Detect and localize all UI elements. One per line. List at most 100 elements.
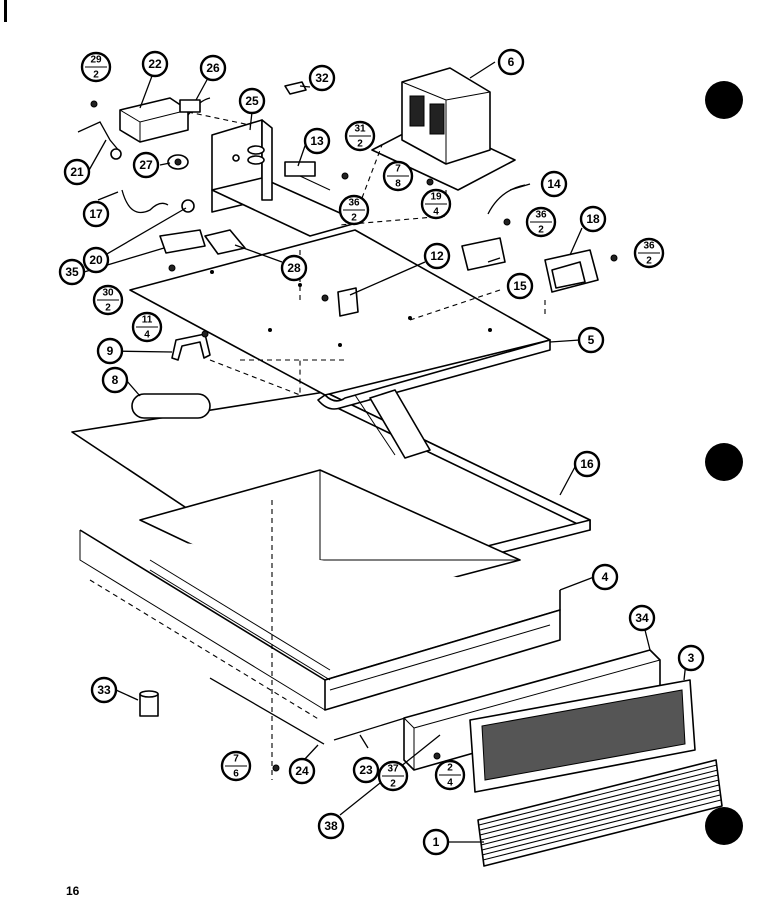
svg-text:22: 22 bbox=[148, 57, 162, 71]
svg-text:34: 34 bbox=[635, 611, 649, 625]
svg-text:1: 1 bbox=[433, 835, 440, 849]
svg-text:30: 30 bbox=[102, 288, 114, 299]
svg-text:23: 23 bbox=[359, 763, 373, 777]
part-32-chip bbox=[284, 81, 307, 95]
callout-16: 16 bbox=[573, 450, 601, 478]
svg-text:19: 19 bbox=[430, 192, 442, 203]
screws bbox=[90, 100, 618, 772]
svg-text:15: 15 bbox=[513, 279, 527, 293]
scan-edge-mark bbox=[4, 0, 7, 22]
part-20-clip bbox=[181, 199, 195, 213]
callout-24: 24 bbox=[288, 757, 316, 785]
part-25-control-bracket bbox=[211, 119, 361, 237]
callout-28: 28 bbox=[280, 254, 308, 282]
callout-35: 35 bbox=[58, 258, 86, 286]
part-35-relay bbox=[159, 229, 206, 254]
svg-text:29: 29 bbox=[90, 55, 102, 66]
callout-20: 20 bbox=[82, 246, 110, 274]
fraction-callout-7-6: 7 6 bbox=[220, 750, 252, 782]
callout-17: 17 bbox=[82, 200, 110, 228]
binding-marks bbox=[4, 0, 743, 845]
callout-5: 5 bbox=[577, 326, 605, 354]
svg-text:4: 4 bbox=[433, 207, 439, 218]
svg-text:13: 13 bbox=[310, 134, 324, 148]
svg-text:2: 2 bbox=[447, 763, 453, 774]
svg-text:2: 2 bbox=[105, 303, 111, 314]
callout-38: 38 bbox=[317, 812, 345, 840]
svg-text:11: 11 bbox=[142, 315, 153, 326]
svg-text:27: 27 bbox=[139, 158, 153, 172]
fraction-callout-36-2-b: 36 2 bbox=[525, 206, 557, 238]
svg-text:5: 5 bbox=[588, 333, 595, 347]
svg-text:36: 36 bbox=[535, 210, 547, 221]
svg-text:6: 6 bbox=[508, 55, 515, 69]
fraction-callout-19-4: 19 4 bbox=[420, 188, 452, 220]
svg-text:8: 8 bbox=[395, 179, 401, 190]
callout-9: 9 bbox=[96, 337, 124, 365]
svg-text:24: 24 bbox=[295, 764, 309, 778]
callout-34: 34 bbox=[628, 604, 656, 632]
callout-32: 32 bbox=[308, 64, 336, 92]
callout-18: 18 bbox=[579, 205, 607, 233]
fraction-callout-2-4: 2 4 bbox=[434, 759, 466, 791]
callout-23: 23 bbox=[352, 756, 380, 784]
svg-text:6: 6 bbox=[233, 769, 239, 780]
callout-27: 27 bbox=[132, 151, 160, 179]
svg-text:4: 4 bbox=[602, 570, 609, 584]
svg-text:2: 2 bbox=[93, 70, 99, 81]
part-14-wire bbox=[487, 184, 526, 215]
svg-text:18: 18 bbox=[586, 212, 600, 226]
callout-33: 33 bbox=[90, 676, 118, 704]
fraction-callout-7-8: 7 8 bbox=[382, 160, 414, 192]
part-26-connector bbox=[179, 97, 211, 116]
callout-21: 21 bbox=[63, 158, 91, 186]
part-28-bracket bbox=[204, 229, 246, 255]
svg-text:3: 3 bbox=[688, 651, 695, 665]
svg-text:38: 38 bbox=[324, 819, 338, 833]
binding-hole-bottom bbox=[705, 807, 743, 845]
svg-text:2: 2 bbox=[351, 213, 357, 224]
fraction-callout-11-4: 11 4 bbox=[131, 311, 163, 343]
part-3-filter bbox=[469, 679, 696, 793]
fraction-callout-31-2: 31 2 bbox=[344, 120, 376, 152]
svg-text:7: 7 bbox=[395, 164, 401, 175]
svg-text:12: 12 bbox=[430, 249, 444, 263]
svg-text:9: 9 bbox=[107, 344, 114, 358]
part-18-transformer bbox=[544, 249, 599, 293]
svg-text:28: 28 bbox=[287, 261, 301, 275]
svg-text:25: 25 bbox=[245, 94, 259, 108]
binding-hole-middle bbox=[705, 443, 743, 481]
part-33-cap bbox=[139, 690, 159, 717]
callout-13: 13 bbox=[303, 127, 331, 155]
svg-text:2: 2 bbox=[646, 256, 652, 267]
part-23-rail bbox=[333, 717, 406, 741]
svg-text:21: 21 bbox=[70, 165, 84, 179]
callout-12: 12 bbox=[423, 242, 451, 270]
part-27-knob bbox=[167, 154, 189, 170]
svg-text:36: 36 bbox=[643, 241, 655, 252]
svg-text:17: 17 bbox=[89, 207, 103, 221]
svg-text:36: 36 bbox=[348, 198, 360, 209]
part-15-relay bbox=[461, 237, 506, 271]
svg-text:14: 14 bbox=[547, 177, 561, 191]
part-8-capacitor bbox=[131, 393, 211, 419]
callout-15: 15 bbox=[506, 272, 534, 300]
svg-text:32: 32 bbox=[315, 71, 329, 85]
fraction-callout-36-2-c: 36 2 bbox=[633, 237, 665, 269]
svg-text:37: 37 bbox=[387, 764, 399, 775]
svg-text:33: 33 bbox=[97, 683, 111, 697]
svg-text:31: 31 bbox=[354, 124, 366, 135]
callout-22: 22 bbox=[141, 50, 169, 78]
binding-hole-top bbox=[705, 81, 743, 119]
part-13-switch bbox=[284, 161, 331, 191]
part-4-base-pan bbox=[79, 529, 561, 721]
assembly-lines bbox=[187, 111, 546, 780]
part-22-box bbox=[119, 97, 189, 143]
callout-14: 14 bbox=[540, 170, 568, 198]
callout-6: 6 bbox=[497, 48, 525, 76]
callout-3: 3 bbox=[677, 644, 705, 672]
part-17-wire bbox=[121, 189, 169, 214]
callout-8: 8 bbox=[101, 366, 129, 394]
callout-25: 25 bbox=[238, 87, 266, 115]
